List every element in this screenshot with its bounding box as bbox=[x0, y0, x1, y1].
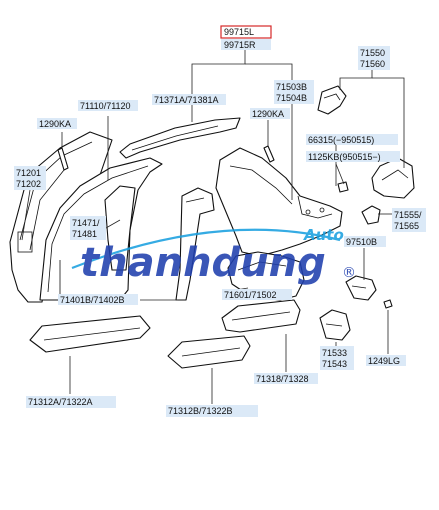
quarter-extension bbox=[317, 85, 347, 115]
part-number-99715r: 99715R bbox=[224, 40, 256, 50]
watermark-tag: Auto bbox=[303, 226, 344, 244]
tail-light-housing bbox=[371, 157, 415, 199]
sill-reinforcement bbox=[221, 299, 301, 333]
part-label-1125kb[interactable]: 1125KB(950515−) bbox=[306, 151, 400, 162]
part-number-71533: 71533 bbox=[322, 348, 347, 358]
part-number-71601: 71601/71502 bbox=[224, 290, 277, 300]
part-label-1290ka-left[interactable]: 1290KA bbox=[37, 118, 77, 129]
part-number-71312a: 71312A/71322A bbox=[28, 397, 93, 407]
rear-sill-panel bbox=[167, 335, 251, 369]
watermark-registered-mark: ® bbox=[342, 265, 356, 281]
part-number-71471: 71471/ bbox=[72, 218, 100, 228]
part-number-1290ka-left: 1290KA bbox=[39, 119, 71, 129]
part-number-71560: 71560 bbox=[360, 59, 385, 69]
part-number-66315: 66315(−950515) bbox=[308, 135, 374, 145]
part-label-71601[interactable]: 71601/71502 bbox=[222, 289, 292, 300]
part-number-97510b: 97510B bbox=[346, 237, 377, 247]
dowel-right bbox=[263, 145, 275, 163]
part-label-1249lg[interactable]: 1249LG bbox=[366, 355, 406, 366]
bolt-66315 bbox=[337, 181, 349, 193]
part-label-71471[interactable]: 71471/ 71481 bbox=[70, 216, 106, 240]
part-label-71110[interactable]: 71110/71120 bbox=[78, 100, 138, 111]
part-number-71550: 71550 bbox=[360, 48, 385, 58]
part-number-1125kb: 1125KB(950515−) bbox=[308, 152, 381, 162]
front-sill-panel bbox=[29, 315, 151, 353]
part-number-99715l: 99715L bbox=[224, 27, 254, 37]
bracket-71533 bbox=[319, 309, 351, 341]
part-number-71202: 71202 bbox=[16, 179, 41, 189]
hinge-97510 bbox=[345, 275, 377, 301]
part-number-71565: 71565 bbox=[394, 221, 419, 231]
part-number-71481: 71481 bbox=[72, 229, 97, 239]
screw-1249 bbox=[383, 299, 393, 309]
part-label-71550[interactable]: 71550 71560 bbox=[358, 46, 390, 70]
part-label-66315[interactable]: 66315(−950515) bbox=[306, 134, 398, 145]
part-label-71533[interactable]: 71533 71543 bbox=[320, 346, 354, 370]
part-number-71371a: 71371A/71381A bbox=[154, 95, 219, 105]
part-number-71555: 71555/ bbox=[394, 210, 422, 220]
part-number-1290ka-right: 1290KA bbox=[252, 109, 284, 119]
b-pillar-inner bbox=[175, 187, 215, 301]
part-number-71110: 71110/71120 bbox=[80, 101, 131, 111]
part-label-71555[interactable]: 71555/ 71565 bbox=[392, 208, 426, 232]
part-label-71318[interactable]: 71318/71328 bbox=[254, 373, 318, 384]
part-label-71312a[interactable]: 71312A/71322A bbox=[26, 396, 116, 408]
part-label-97510b[interactable]: 97510B bbox=[344, 236, 386, 247]
part-label-71201[interactable]: 71201 71202 bbox=[14, 166, 46, 190]
part-label-71312b[interactable]: 71312B/71322B bbox=[166, 405, 258, 417]
part-label-99715[interactable]: 99715L 99715R bbox=[220, 25, 272, 50]
part-label-71503b[interactable]: 71503B 71504B bbox=[274, 80, 314, 104]
part-number-1249lg: 1249LG bbox=[368, 356, 400, 366]
leader-lines bbox=[21, 50, 405, 404]
watermark-brand: thanhdung bbox=[80, 240, 326, 286]
part-number-71401b: 71401B/71402B bbox=[60, 295, 125, 305]
part-number-71312b: 71312B/71322B bbox=[168, 406, 233, 416]
part-number-71504b: 71504B bbox=[276, 93, 307, 103]
part-number-71503b: 71503B bbox=[276, 82, 307, 92]
roof-rail bbox=[119, 117, 241, 159]
dowel-left bbox=[57, 147, 69, 171]
watermark-logo: thanhdung Auto ® bbox=[71, 226, 356, 286]
part-label-71401b[interactable]: 71401B/71402B bbox=[58, 294, 138, 305]
part-number-71543: 71543 bbox=[322, 359, 347, 369]
part-label-1290ka-right[interactable]: 1290KA bbox=[250, 108, 290, 119]
bracket-71555 bbox=[361, 205, 381, 225]
part-number-71201: 71201 bbox=[16, 168, 41, 178]
part-number-71318: 71318/71328 bbox=[256, 374, 309, 384]
part-label-71371a[interactable]: 71371A/71381A bbox=[152, 94, 226, 105]
